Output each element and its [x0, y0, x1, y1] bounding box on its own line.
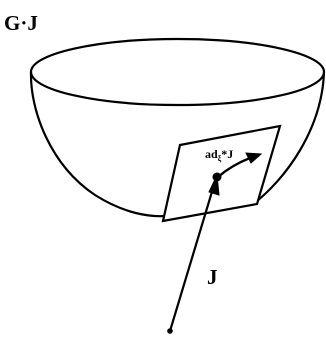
bowl-body	[29, 71, 167, 218]
bowl-body-right	[251, 71, 326, 206]
vector-j	[167, 172, 222, 334]
bowl-rim	[29, 37, 326, 107]
tangent-label-tail: *J	[221, 147, 233, 161]
tangent-label-subscript: ξ	[218, 154, 222, 163]
origin-point	[167, 328, 173, 334]
orbit-point	[212, 172, 222, 182]
orbit-label: G·J	[4, 11, 38, 35]
vector-j-label: J	[207, 265, 218, 289]
orbit-surface	[29, 37, 326, 218]
tangent-vector-head	[245, 152, 263, 164]
tangent-label-main: ad	[205, 147, 218, 161]
vector-j-shaft	[168, 184, 216, 332]
tangent-vector-label: adξ*J	[205, 147, 233, 163]
